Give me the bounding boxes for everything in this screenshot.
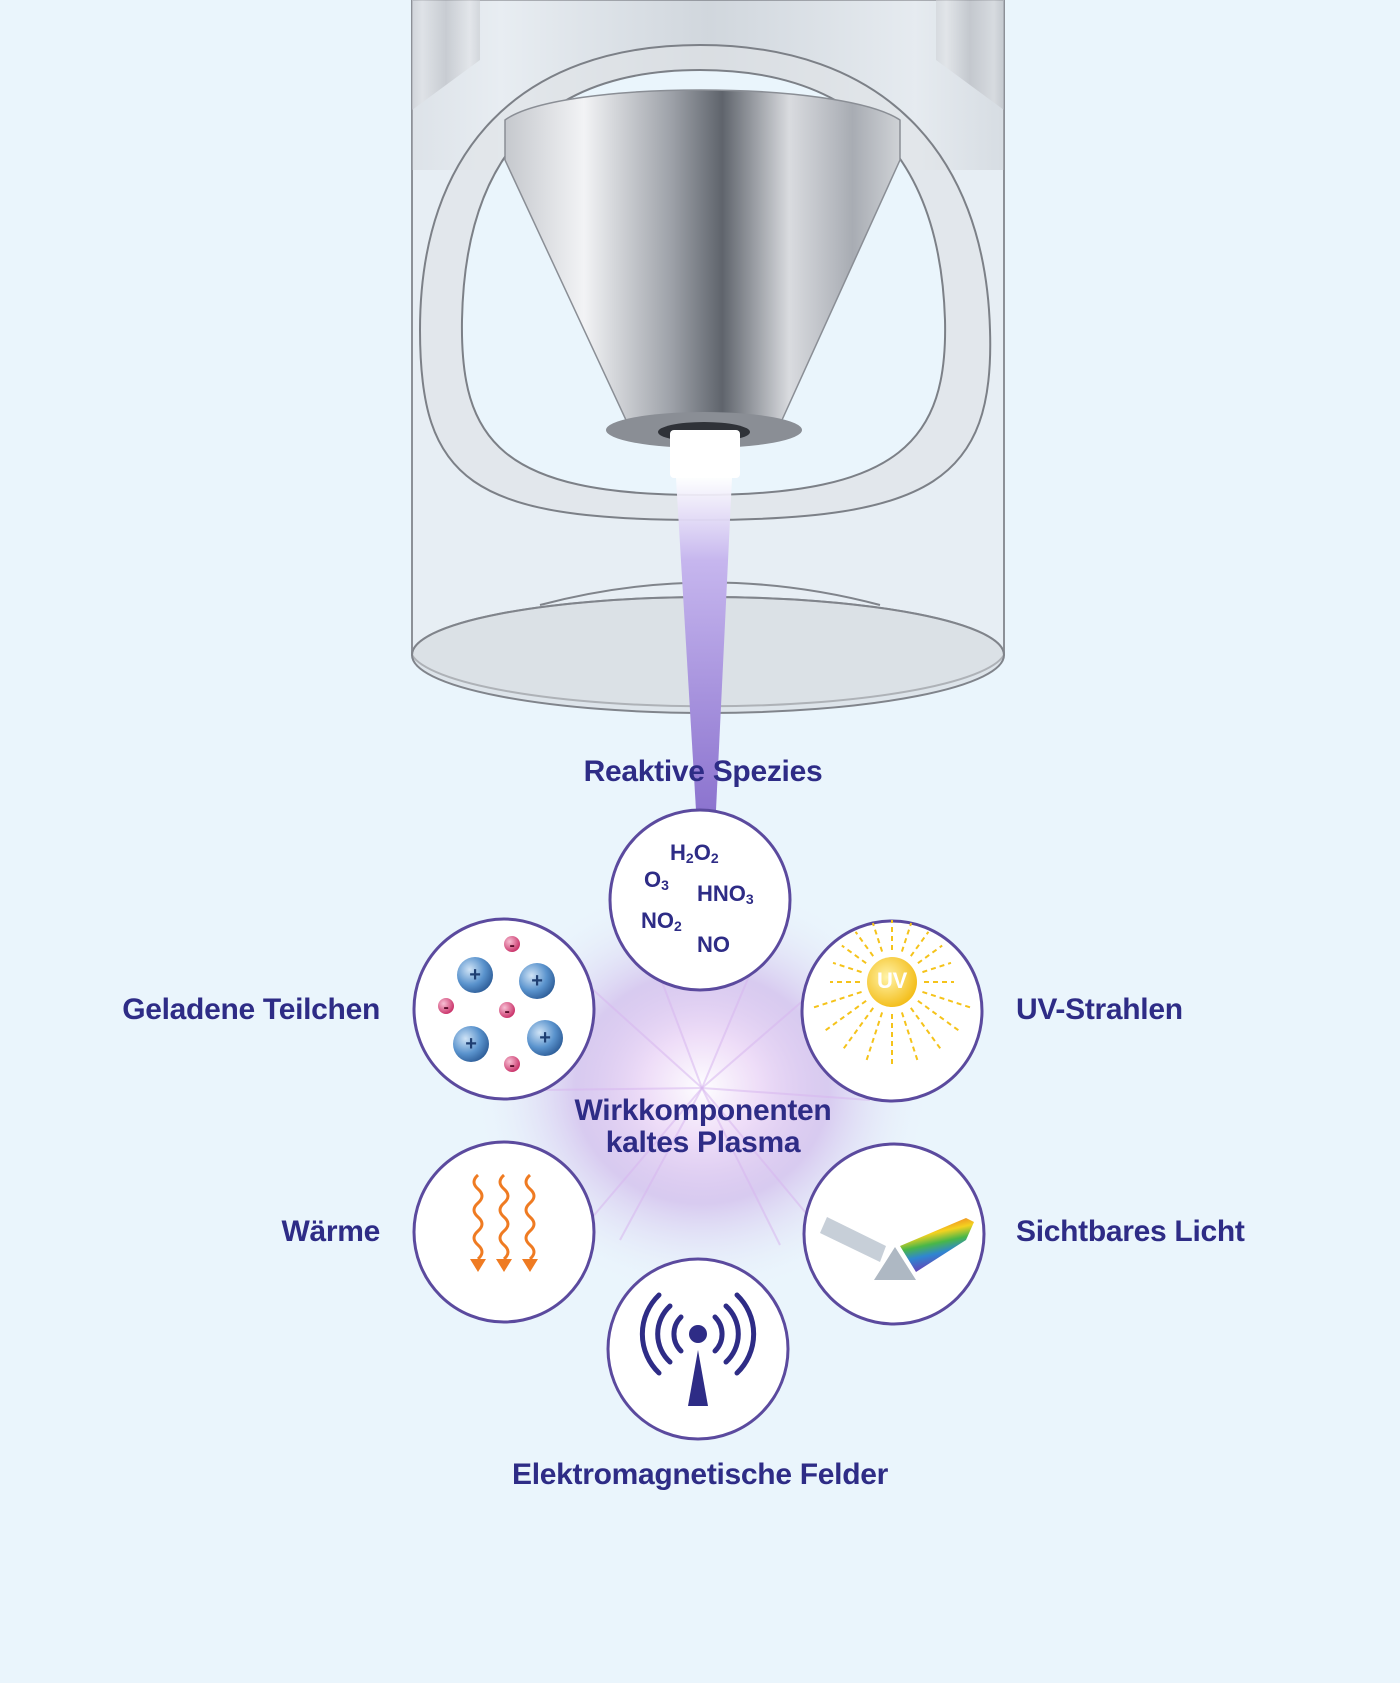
chem-o3: O3	[644, 867, 669, 893]
sun-ray	[910, 931, 930, 957]
chem-h2o2: H2O2	[670, 840, 719, 866]
chem-hno3: HNO3	[697, 881, 754, 907]
positive-sign: +	[469, 964, 481, 986]
label-reactive-species: Reaktive Spezies	[583, 755, 823, 788]
negative-sign: -	[509, 1057, 515, 1074]
uv-badge: UV	[877, 968, 907, 993]
label-visible-light: Sichtbares Licht	[1016, 1215, 1245, 1248]
sun-ray	[832, 961, 862, 974]
negative-sign: -	[509, 937, 515, 954]
wavy-arrows-icon	[412, 1140, 596, 1324]
negative-sign: -	[443, 999, 449, 1016]
label-charged-particles: Geladene Teilchen	[122, 993, 380, 1026]
sun-ray	[854, 931, 874, 957]
antenna-icon	[606, 1257, 790, 1441]
charged-particles-icon	[412, 917, 596, 1101]
center-title: Wirkkomponenten kaltes Plasma	[575, 1095, 832, 1159]
sun-ray	[922, 961, 952, 974]
positive-sign: +	[465, 1033, 477, 1055]
positive-sign: +	[539, 1027, 551, 1049]
center-title-line1: Wirkkomponenten	[574, 1094, 832, 1127]
label-heat: Wärme	[281, 1215, 380, 1248]
label-uv-rays: UV-Strahlen	[1016, 993, 1183, 1026]
center-title-line2: kaltes Plasma	[605, 1126, 801, 1159]
sun-ray	[917, 944, 943, 964]
sun-icon	[800, 919, 984, 1103]
plasma-beam	[676, 478, 732, 810]
chem-no: NO	[697, 932, 730, 957]
reactive-species-circle	[608, 808, 792, 992]
positive-sign: +	[531, 970, 543, 992]
negative-sign: -	[504, 1003, 510, 1020]
sun-ray	[841, 944, 867, 964]
chem-no2: NO2	[641, 908, 682, 934]
label-em-fields: Elektromagnetische Felder	[512, 1458, 888, 1491]
sun-ray	[871, 922, 884, 952]
plasma-nozzle-icon	[410, 0, 1006, 714]
sun-ray	[900, 922, 913, 952]
prism-icon	[802, 1142, 986, 1326]
